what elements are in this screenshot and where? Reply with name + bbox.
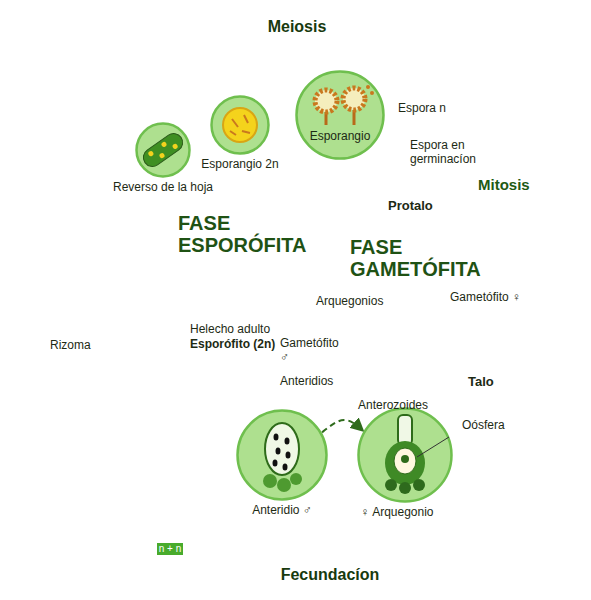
label: Espora en germinacíon <box>410 138 492 167</box>
label: Anteridios <box>280 374 333 388</box>
label: Meiosis <box>268 17 327 36</box>
label: Espora n <box>398 101 446 115</box>
arrow-head <box>470 84 533 159</box>
text-holder: Meiosis <box>268 17 327 36</box>
part-name: Anteridio ♂ <box>252 503 312 517</box>
microscope-icon <box>271 56 299 84</box>
text-holder: Anteridio ♂ <box>252 503 312 517</box>
circle-shape <box>357 407 453 503</box>
text-holder: Espora n <box>398 101 446 115</box>
label: Rizoma <box>50 338 91 352</box>
germinating-spore <box>396 154 404 174</box>
thallus <box>355 320 453 390</box>
phase-title: FASE ESPORÓFITA <box>178 212 318 256</box>
text-holder: ♀ Arquegonio <box>360 505 433 519</box>
soil <box>55 297 230 318</box>
gametangia <box>370 332 435 375</box>
circle-shape <box>236 409 328 501</box>
fern-frond <box>98 214 167 306</box>
text-holder: Gametófito ♀ <box>450 290 521 304</box>
part-name: Reverso de la hoja <box>113 180 213 194</box>
label: Oósfera <box>462 418 505 432</box>
label: Fecundacíon <box>281 565 380 584</box>
zoom-circle: Anteridio ♂ <box>236 409 328 501</box>
label: Gametófito ♀ <box>450 290 521 304</box>
arrow-head <box>135 523 205 584</box>
young-sporophyte <box>128 374 214 486</box>
text-holder: FASE GAMETÓFITA <box>350 236 490 280</box>
text-holder: Esporangio 2n <box>201 157 278 171</box>
zoom-circle: Esporangio <box>295 70 385 160</box>
part-name: Esporangio <box>310 129 371 143</box>
meiosis-arc <box>21 24 491 477</box>
label: Protalo <box>388 198 433 214</box>
label: Talo <box>468 374 494 390</box>
part-name: Esporangio 2n <box>201 157 278 171</box>
text-holder: Anterozoides <box>358 398 428 412</box>
text-holder: Fecundacíon <box>281 565 380 584</box>
text-holder: Gametófito ♂ <box>280 336 346 365</box>
text-holder: Oósfera <box>462 418 505 432</box>
label: Helecho adulto <box>190 322 270 336</box>
circle-shape <box>210 95 270 155</box>
zoom-circle: ♀ Arquegonio <box>357 407 453 503</box>
text-holder: Talo <box>468 374 494 390</box>
text-holder: Mitosis <box>478 176 530 194</box>
label: Mitosis <box>478 176 530 194</box>
text-holder: Arquegonios <box>316 294 383 308</box>
edge-label: Anterozoides <box>358 398 428 412</box>
rhizoids <box>458 236 484 248</box>
label: Gametófito ♂ <box>280 336 346 365</box>
text-holder: Anteridios <box>280 374 333 388</box>
text-holder: Reverso de la hoja <box>113 180 213 194</box>
text-holder: FASE ESPORÓFITA <box>178 212 318 256</box>
text-holder: Rizoma <box>50 338 91 352</box>
text-holder: Espora en germinacíon <box>410 138 492 167</box>
roots <box>70 306 190 330</box>
text-holder: Protalo <box>388 198 433 214</box>
part-name: ♀ Arquegonio <box>360 505 433 519</box>
text-holder: n + n <box>157 543 184 555</box>
label: Esporófito (2n) <box>190 337 275 351</box>
label: Arquegonios <box>316 294 383 308</box>
text-holder: Helecho adulto <box>190 322 270 336</box>
text-holder: Esporangio <box>310 129 371 143</box>
prothallus <box>449 203 506 239</box>
circle-shape <box>135 122 191 178</box>
spores <box>378 80 390 96</box>
soil <box>438 228 532 246</box>
label: n + n <box>157 543 184 555</box>
soil <box>398 346 515 396</box>
phase-title: FASE GAMETÓFITA <box>350 236 490 280</box>
microscope-icon <box>331 469 357 495</box>
circle-shape <box>295 70 385 160</box>
zoom-circle: Esporangio 2n <box>210 95 270 155</box>
zoom-circle: Reverso de la hoja <box>135 122 191 178</box>
antherozoid-path <box>322 420 363 432</box>
text-holder: Esporófito (2n) <box>190 337 275 351</box>
